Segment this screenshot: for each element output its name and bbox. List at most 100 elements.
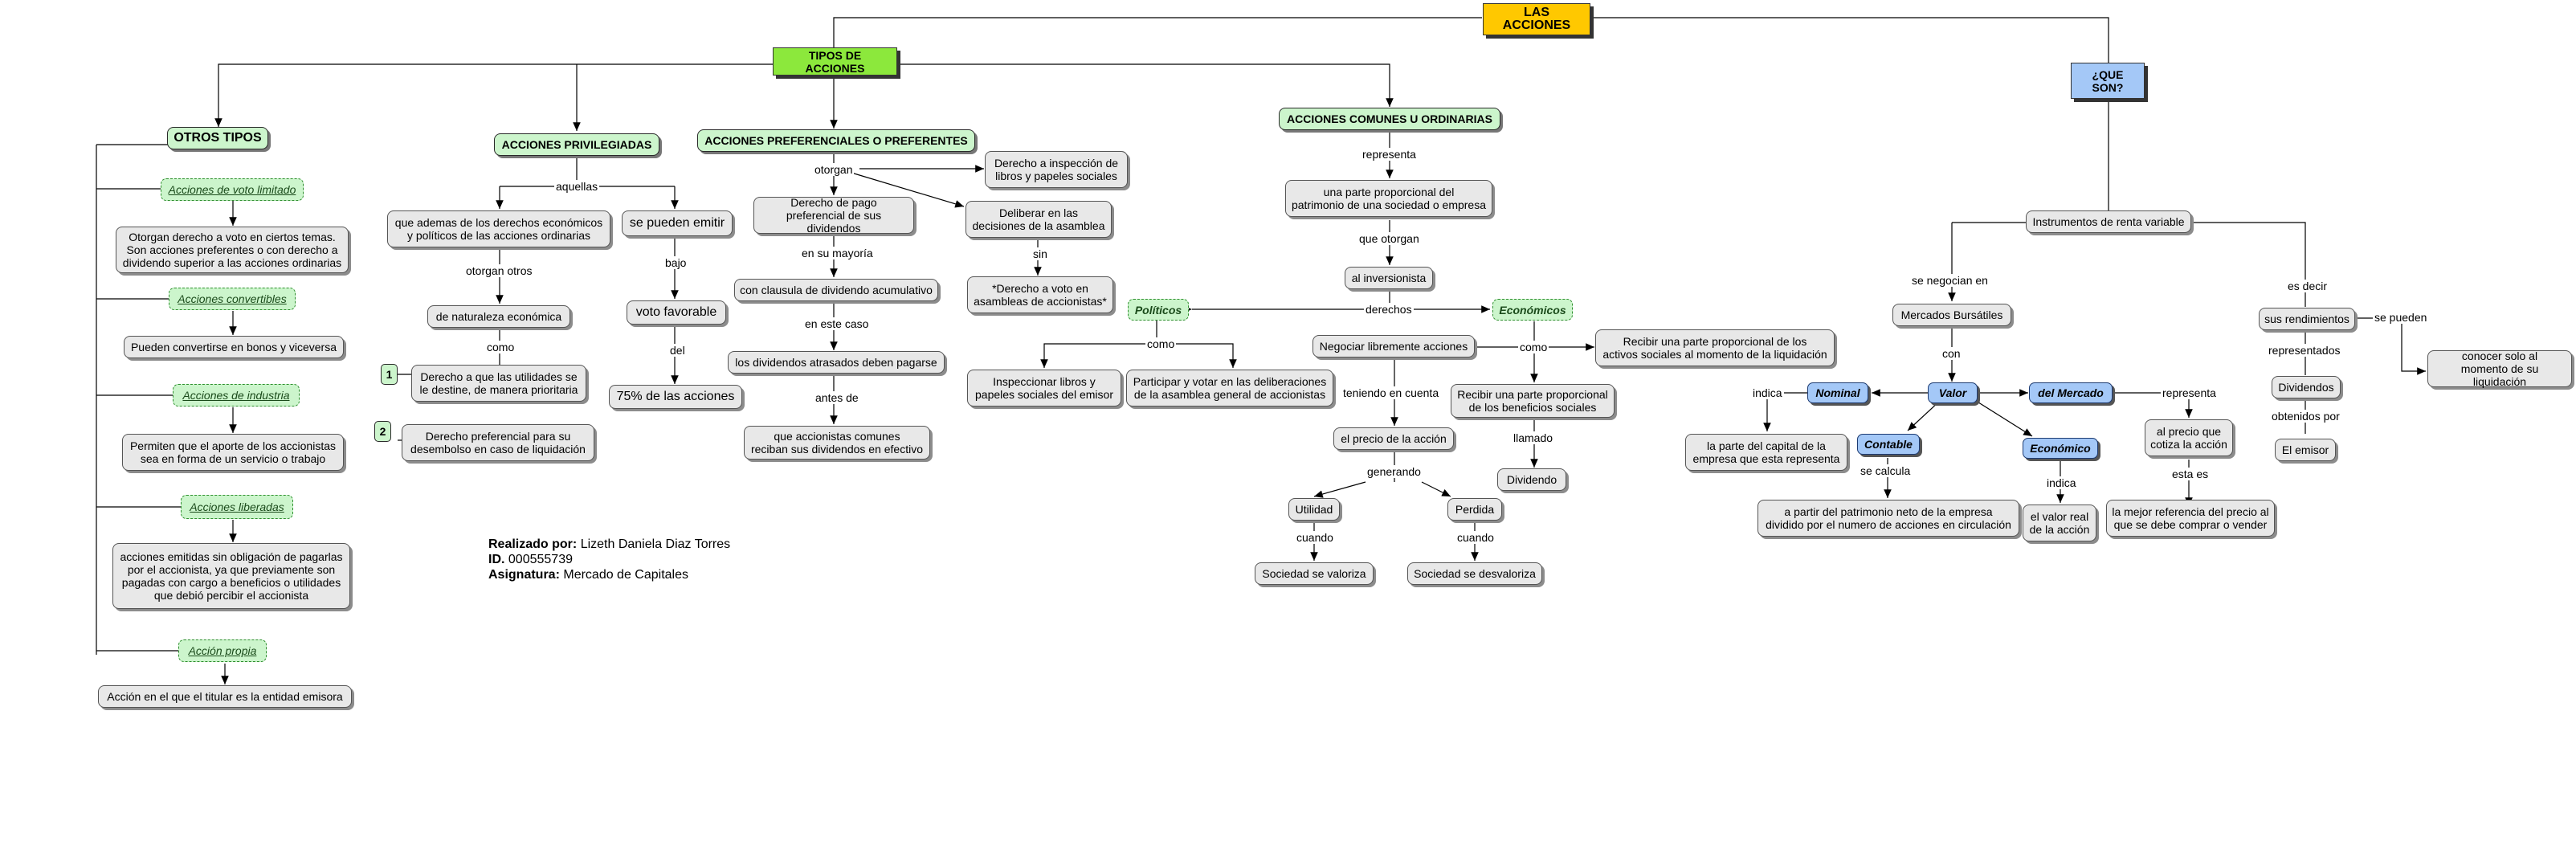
label-se-calcula: se calcula bbox=[1859, 464, 1913, 477]
utilidades-node[interactable]: Derecho a que las utilidades se le desti… bbox=[411, 365, 586, 402]
parte-node[interactable]: una parte proporcional del patrimonio de… bbox=[1285, 180, 1492, 217]
otros-tipos-node[interactable]: OTROS TIPOS bbox=[167, 127, 268, 149]
voto-favorable-node[interactable]: voto favorable bbox=[627, 300, 726, 325]
recibir-beneficios-node[interactable]: Recibir una parte proporcional de los be… bbox=[1451, 384, 1615, 418]
number-badge-2: 2 bbox=[374, 421, 391, 442]
politicos-node[interactable]: Políticos bbox=[1128, 299, 1189, 321]
asignatura-label: Asignatura: bbox=[488, 568, 560, 582]
comunes-node[interactable]: ACCIONES COMUNES U ORDINARIAS bbox=[1279, 108, 1500, 130]
preferenciales-node[interactable]: ACCIONES PREFERENCIALES O PREFERENTES bbox=[697, 129, 975, 152]
label-es-decir: es decir bbox=[2286, 280, 2329, 292]
label-que-otorgan: que otorgan bbox=[1357, 232, 1421, 245]
convertibles-desc: Pueden convertirse en bonos y viceversa bbox=[124, 336, 344, 358]
perdida-node[interactable]: Perdida bbox=[1447, 498, 1502, 521]
industria-desc: Permiten que el aporte de los accionista… bbox=[122, 434, 344, 471]
convertibles-node[interactable]: Acciones convertibles bbox=[169, 288, 296, 310]
realizado-label: Realizado por: bbox=[488, 537, 578, 551]
label-como-priv: como bbox=[485, 341, 516, 353]
pago-node[interactable]: Derecho de pago preferencial de sus divi… bbox=[753, 196, 914, 235]
nominal-desc-node[interactable]: la parte del capital de la empresa que e… bbox=[1685, 434, 1847, 471]
atrasados-node[interactable]: los dividendos atrasados deben pagarse bbox=[728, 351, 945, 374]
industria-node[interactable]: Acciones de industria bbox=[173, 384, 300, 406]
label-obtenidos: obtenidos por bbox=[2270, 410, 2341, 423]
precio-node[interactable]: el precio de la acción bbox=[1333, 427, 1454, 450]
label-aquellas: aquellas bbox=[554, 180, 600, 193]
id-label: ID. bbox=[488, 553, 505, 566]
label-otorgan: otorgan bbox=[813, 163, 855, 176]
rendimientos-node[interactable]: sus rendimientos bbox=[2259, 308, 2355, 330]
derecho-voto-node[interactable]: *Derecho a voto en asambleas de accionis… bbox=[967, 276, 1113, 313]
recibir-activos-node[interactable]: Recibir una parte proporcional de los ac… bbox=[1595, 329, 1835, 366]
negociar-node[interactable]: Negociar libremente acciones bbox=[1312, 335, 1475, 357]
preferencial-node[interactable]: Derecho preferencial para su desembolso … bbox=[402, 424, 594, 461]
label-bajo: bajo bbox=[663, 256, 688, 269]
label-indica-2: indica bbox=[2045, 476, 2078, 489]
voto-limitado-desc: Otorgan derecho a voto en ciertos temas.… bbox=[116, 227, 349, 273]
label-se-pueden: se pueden bbox=[2373, 311, 2429, 324]
comunes-reciban-node[interactable]: que accionistas comunes reciban sus divi… bbox=[744, 426, 930, 460]
valor-node[interactable]: Valor bbox=[1928, 382, 1978, 403]
root-node[interactable]: LAS ACCIONES bbox=[1483, 3, 1590, 35]
desvaloriza-node[interactable]: Sociedad se desvaloriza bbox=[1407, 562, 1542, 585]
utilidad-node[interactable]: Utilidad bbox=[1288, 498, 1340, 521]
label-generando: generando bbox=[1366, 465, 1423, 478]
nominal-node[interactable]: Nominal bbox=[1807, 382, 1868, 403]
inspeccionar-node[interactable]: Inspeccionar libros y papeles sociales d… bbox=[967, 370, 1121, 406]
label-como-pol: como bbox=[1145, 337, 1177, 350]
subject-name: Mercado de Capitales bbox=[563, 568, 688, 582]
label-mayoria: en su mayoría bbox=[800, 247, 875, 259]
economicos-node[interactable]: Económicos bbox=[1492, 299, 1573, 321]
tipos-node[interactable]: TIPOS DE ACCIONES bbox=[773, 47, 897, 76]
number-badge-1: 1 bbox=[381, 364, 398, 385]
label-representa: representa bbox=[1361, 148, 1418, 161]
liberadas-desc: acciones emitidas sin obligación de paga… bbox=[112, 543, 350, 609]
participar-node[interactable]: Participar y votar en las deliberaciones… bbox=[1126, 370, 1333, 406]
emitir-node[interactable]: se pueden emitir bbox=[622, 210, 733, 236]
accion-propia-node[interactable]: Acción propia bbox=[178, 639, 267, 662]
label-como-eco: como bbox=[1518, 341, 1549, 353]
inspeccion-node[interactable]: Derecho a inspección de libros y papeles… bbox=[985, 151, 1128, 188]
mercado-node[interactable]: del Mercado bbox=[2029, 382, 2113, 403]
label-sin: sin bbox=[1031, 247, 1049, 260]
student-id: 000555739 bbox=[508, 553, 573, 566]
label-indica-1: indica bbox=[1751, 386, 1784, 399]
conocer-node[interactable]: conocer solo al momento de su liquidació… bbox=[2427, 349, 2572, 388]
privilegiadas-node[interactable]: ACCIONES PRIVILEGIADAS bbox=[494, 133, 659, 156]
deliberar-node[interactable]: Deliberar en las decisiones de la asambl… bbox=[965, 201, 1112, 238]
pct-node[interactable]: 75% de las acciones bbox=[609, 385, 742, 409]
ademas-node[interactable]: que ademas de los derechos económicos y … bbox=[387, 210, 610, 247]
precio-cotiza-node[interactable]: al precio que cotiza la acción bbox=[2145, 419, 2233, 456]
label-negocian: se negocian en bbox=[1910, 274, 1990, 287]
accion-propia-desc: Acción en el que el titular es la entida… bbox=[98, 685, 352, 708]
label-cuando-2: cuando bbox=[1455, 531, 1496, 544]
valoriza-node[interactable]: Sociedad se valoriza bbox=[1255, 562, 1374, 585]
naturaleza-node[interactable]: de naturaleza económica bbox=[427, 305, 570, 328]
label-este-caso: en este caso bbox=[803, 317, 871, 330]
contable-desc-node[interactable]: a partir del patrimonio neto de la empre… bbox=[1757, 500, 2019, 537]
liberadas-node[interactable]: Acciones liberadas bbox=[181, 495, 293, 519]
que-son-node[interactable]: ¿QUE SON? bbox=[2071, 63, 2145, 99]
economico-desc-node[interactable]: el valor real de la acción bbox=[2023, 505, 2096, 541]
economico-node[interactable]: Económico bbox=[2023, 438, 2098, 459]
contable-node[interactable]: Contable bbox=[1857, 434, 1920, 455]
dividendos-node[interactable]: Dividendos bbox=[2272, 376, 2341, 398]
label-antes: antes de bbox=[814, 391, 860, 404]
renta-variable-node[interactable]: Instrumentos de renta variable bbox=[2026, 210, 2191, 233]
label-cuando-1: cuando bbox=[1295, 531, 1335, 544]
mercados-node[interactable]: Mercados Bursátiles bbox=[1892, 304, 2011, 326]
inversionista-node[interactable]: al inversionista bbox=[1345, 267, 1433, 289]
emisor-node[interactable]: El emisor bbox=[2275, 439, 2336, 461]
clausula-node[interactable]: con clausula de dividendo acumulativo bbox=[734, 279, 938, 301]
mejor-ref-node[interactable]: la mejor referencia del precio al que se… bbox=[2106, 500, 2275, 537]
label-del: del bbox=[668, 344, 687, 357]
label-esta-es: esta es bbox=[2170, 468, 2211, 480]
dividendo-node[interactable]: Dividendo bbox=[1497, 468, 1566, 491]
label-otorgan-otros: otorgan otros bbox=[464, 264, 534, 277]
label-con: con bbox=[1941, 347, 1962, 360]
voto-limitado-node[interactable]: Acciones de voto limitado bbox=[161, 178, 304, 201]
label-representa-2: representa bbox=[2161, 386, 2218, 399]
label-representados: representados bbox=[2267, 344, 2342, 357]
label-derechos: derechos bbox=[1364, 303, 1414, 316]
author-name: Lizeth Daniela Diaz Torres bbox=[580, 537, 731, 551]
